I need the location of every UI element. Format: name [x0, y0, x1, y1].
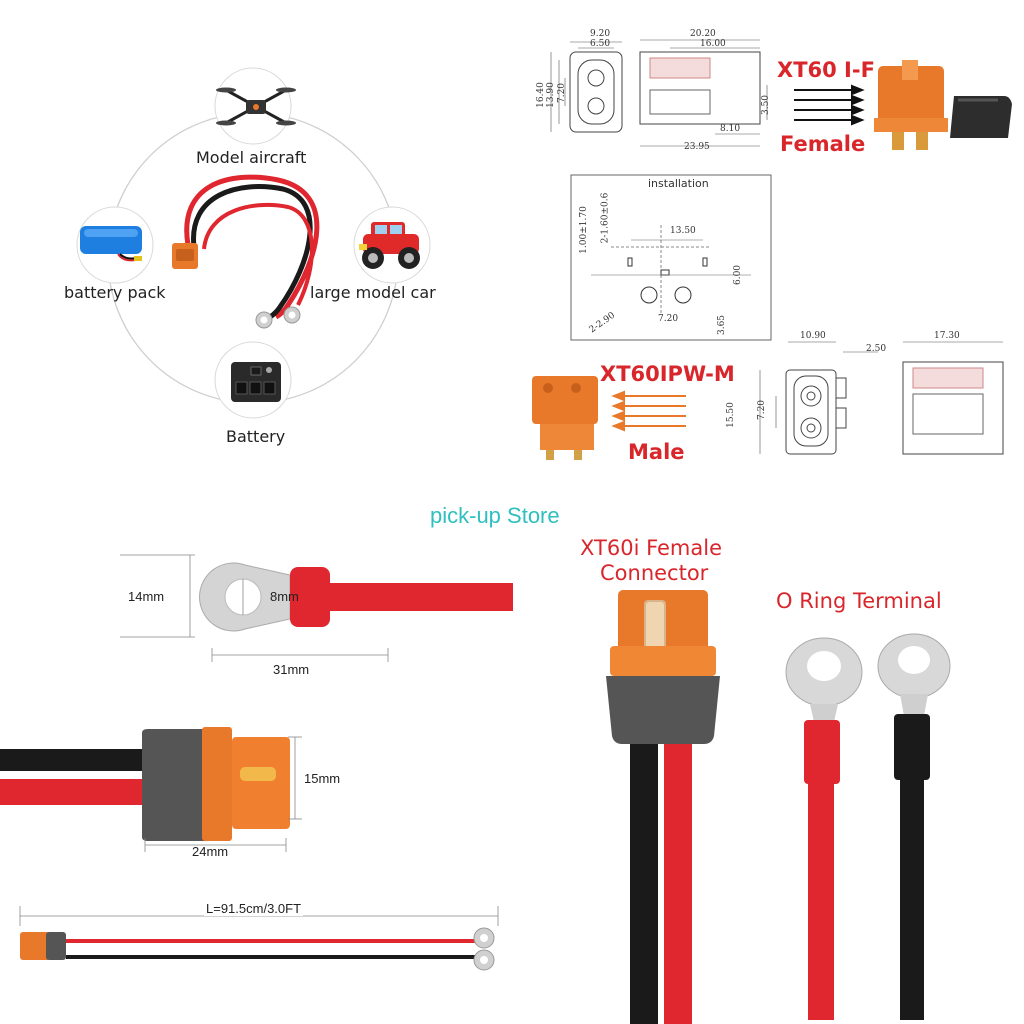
dim-m-2-50: 2.50 — [866, 344, 887, 354]
ring-terminal-photo — [785, 633, 951, 1020]
dim-f-9-20: 9.20 — [590, 29, 611, 39]
drone-icon — [216, 87, 296, 126]
label-large-model-car: large model car — [310, 283, 436, 302]
installation-frame — [570, 174, 772, 341]
ring-length: 31mm — [273, 662, 310, 677]
dim-m-7-20: 7.20 — [757, 399, 768, 421]
dim-i-f: 7.20 — [658, 314, 679, 324]
connector-height: 15mm — [304, 771, 341, 786]
female-connector-big-photo — [606, 590, 720, 1024]
xt60-male-subtitle: Male — [628, 440, 685, 464]
female-connector-photo — [874, 60, 948, 150]
dim-f-7-20: 7.20 — [557, 82, 568, 104]
label-battery-pack: battery pack — [64, 283, 166, 302]
dim-f-6-50: 6.50 — [590, 39, 611, 49]
battery-pack-icon — [80, 226, 142, 262]
male-connector-photo — [532, 376, 598, 460]
arrows-right-icon — [794, 84, 865, 126]
dim-i-g: 3.65 — [717, 314, 728, 336]
connector-width: 24mm — [192, 844, 229, 859]
cable-illustration — [172, 174, 320, 329]
connector-cap-photo — [950, 96, 1012, 138]
cable-length-drawing — [19, 906, 499, 971]
dim-m-17-30: 17.30 — [934, 331, 960, 341]
dim-m-10-90: 10.90 — [800, 331, 826, 341]
dim-f-16-00: 16.00 — [700, 39, 726, 49]
connector-side-drawing — [0, 727, 302, 852]
female-connector-label-2: Connector — [600, 561, 709, 585]
xt60-female-subtitle: Female — [780, 132, 866, 156]
dim-i-b: 2-1.60±0.6 — [600, 192, 611, 244]
ring-terminal-drawing — [120, 554, 513, 662]
dim-i-d: 6.00 — [733, 264, 744, 286]
ring-outer-diameter: 14mm — [128, 589, 165, 604]
dim-i-c: 13.50 — [670, 226, 696, 236]
battery-box-icon — [231, 362, 281, 402]
dim-f-8-10: 8.10 — [720, 124, 741, 134]
dim-f-3-50: 3.50 — [761, 94, 772, 116]
dim-i-a: 1.00±1.70 — [578, 206, 589, 254]
model-car-icon — [359, 222, 420, 269]
ring-inner-diameter: 8mm — [270, 589, 299, 604]
dim-f-20-20: 20.20 — [690, 29, 716, 39]
xt60-male-title: XT60IPW-M — [600, 362, 735, 386]
store-name: pick-up Store — [430, 503, 560, 528]
label-battery: Battery — [226, 427, 286, 446]
female-connector-label-1: XT60i Female — [580, 536, 723, 560]
dim-f-23-95: 23.95 — [684, 142, 710, 152]
arrows-left-icon — [611, 390, 686, 432]
male-technical-drawing — [759, 341, 1004, 455]
dim-m-15-50: 15.50 — [725, 402, 736, 428]
installation-title: installation — [648, 177, 709, 190]
xt60-female-title: XT60 I-F — [777, 58, 875, 82]
cable-length-label: L=91.5cm/3.0FT — [204, 901, 304, 916]
female-technical-drawing — [550, 39, 768, 147]
dim-f-13-90: 13.90 — [545, 82, 556, 108]
ring-terminal-label: O Ring Terminal — [776, 589, 942, 613]
label-model-aircraft: Model aircraft — [196, 148, 307, 167]
dim-f-16-40: 16.40 — [535, 82, 546, 108]
